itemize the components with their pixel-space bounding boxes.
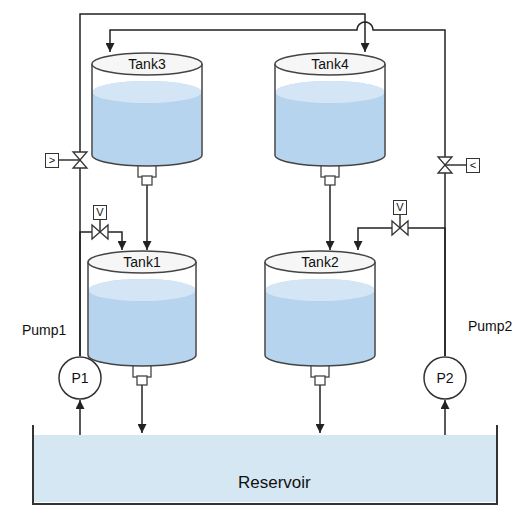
pipe-connector xyxy=(329,185,331,250)
reservoir-label: Reservoir xyxy=(238,473,311,493)
valve-symbol xyxy=(400,221,408,235)
valve-actuator-frame xyxy=(94,206,107,220)
pump-label: Pump1 xyxy=(22,322,66,338)
pipe-connector xyxy=(146,185,148,250)
tank-body xyxy=(275,64,385,166)
valve-stems xyxy=(59,160,466,232)
reservoir: Reservoir xyxy=(32,425,498,505)
tank-label: Tank4 xyxy=(311,56,348,72)
pipes xyxy=(80,14,445,499)
tank-body xyxy=(88,262,196,366)
pump: Pump2P2 xyxy=(423,356,467,400)
valve-symbol xyxy=(92,225,100,239)
water-tank: Tank4 xyxy=(274,52,386,185)
valve-symbol-label: V xyxy=(396,201,403,214)
water-tank: Tank3 xyxy=(91,52,203,185)
valve-symbol-label: < xyxy=(470,159,476,172)
water-surface xyxy=(93,81,202,103)
tank-nozzle xyxy=(137,376,147,385)
tank-nozzle xyxy=(315,376,325,385)
valve-symbol xyxy=(100,225,108,239)
tank-label: Tank3 xyxy=(128,56,165,72)
water-tank: Tank2 xyxy=(264,250,376,385)
tank-label: Tank2 xyxy=(301,254,338,270)
tank-nozzle xyxy=(142,176,152,185)
valve-actuator-box: < xyxy=(466,158,480,173)
tank-water xyxy=(276,81,385,166)
water-tank-outline xyxy=(87,250,197,385)
tank-body xyxy=(92,64,202,166)
tank-nozzle xyxy=(325,176,335,185)
water-surface xyxy=(266,279,375,301)
valve-symbol xyxy=(392,221,400,235)
tank-wall xyxy=(92,64,202,166)
pump-symbol-label: P1 xyxy=(71,370,88,386)
reservoir-outline xyxy=(32,425,498,505)
tank-body xyxy=(265,262,375,366)
valve-actuator-frame xyxy=(467,159,480,173)
tank-water xyxy=(266,279,375,366)
valve-actuator-frame xyxy=(46,154,59,168)
valve-actuator-box: V xyxy=(93,205,107,220)
valve-actuator-box: > xyxy=(45,153,59,168)
valve-stem xyxy=(99,219,101,232)
pipe-connector xyxy=(319,385,321,433)
reservoir-water xyxy=(34,435,496,502)
valve-stem xyxy=(399,214,401,228)
valve-actuator-box: V xyxy=(393,200,407,215)
pump-circle xyxy=(424,357,466,399)
tank-top xyxy=(92,53,202,75)
valve-symbol xyxy=(73,152,87,160)
valve-symbol xyxy=(438,165,452,173)
pump-label: Pump2 xyxy=(468,318,512,334)
tank-label: Tank1 xyxy=(123,254,160,270)
tank-wall xyxy=(275,64,385,166)
tank-top xyxy=(265,251,375,273)
tank-wall xyxy=(265,262,375,366)
valve-stem xyxy=(59,159,80,161)
pump-symbol-label: P2 xyxy=(436,370,453,386)
water-surface xyxy=(276,81,385,103)
valve-actuator-frame xyxy=(394,201,407,215)
water-surface xyxy=(89,279,196,301)
tank-water xyxy=(93,81,202,166)
valve-symbol-label: > xyxy=(49,154,55,167)
pump-circle xyxy=(59,357,101,399)
pipe-connector xyxy=(141,385,143,433)
valve-symbol-label: V xyxy=(96,206,103,219)
valve-symbol xyxy=(73,160,87,168)
tank-top xyxy=(275,53,385,75)
valve-symbol xyxy=(438,157,452,165)
pump: Pump1P1 xyxy=(58,356,102,400)
tank-wall xyxy=(88,262,196,366)
water-tank: Tank1 xyxy=(87,250,197,385)
valve-stem xyxy=(445,164,466,166)
reservoir-wall xyxy=(33,425,497,504)
tank-water xyxy=(89,279,196,366)
tank-top xyxy=(88,251,196,273)
water-tank-outline xyxy=(264,250,376,385)
